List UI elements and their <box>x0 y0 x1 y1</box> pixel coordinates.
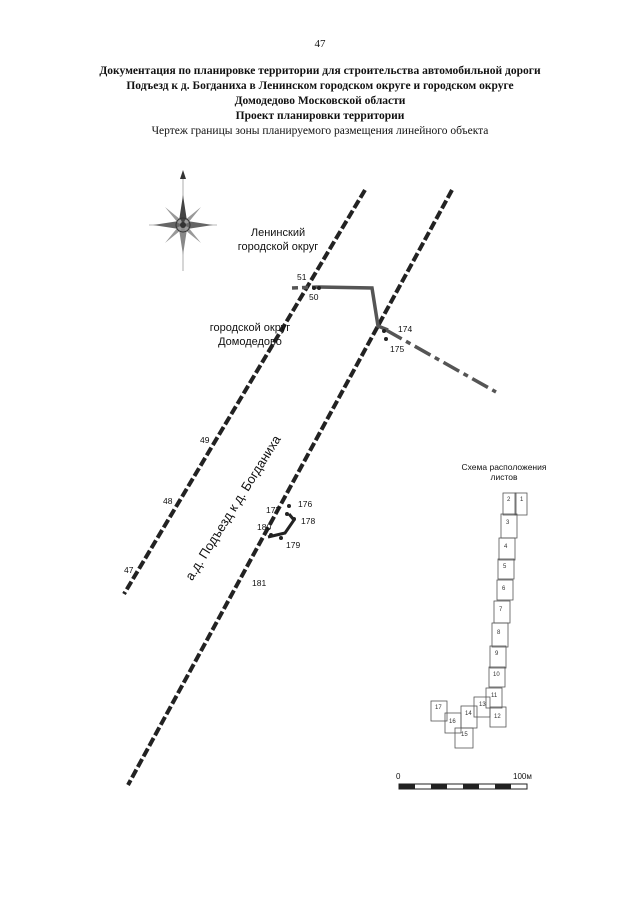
point-47-label: 47 <box>124 565 134 575</box>
sheet-scheme-outlines <box>430 492 528 749</box>
compass-rose-icon <box>149 170 217 271</box>
scale-start-label: 0 <box>396 772 401 781</box>
district-boundary-dashdot <box>385 328 497 394</box>
sheet-7-label: 7 <box>499 607 503 613</box>
sheet-scheme-title-line-2: листов <box>490 472 518 482</box>
title-line-1: Документация по планировке территории дл… <box>99 65 541 77</box>
point-181-label: 181 <box>252 578 267 588</box>
boundary-points <box>269 286 388 540</box>
point-174-label: 174 <box>398 324 413 334</box>
point-51-label: 51 <box>297 272 307 282</box>
sheet-scheme-title-line-1: Схема расположения <box>461 462 547 472</box>
district-boundary <box>317 285 389 332</box>
point-180-label: 180 <box>257 522 272 532</box>
point-49-label: 49 <box>200 435 210 445</box>
sheet-12-label: 12 <box>494 714 501 720</box>
road-kink <box>267 513 296 539</box>
sheet-4-label: 4 <box>504 544 508 550</box>
sheet-8-label: 8 <box>497 630 501 636</box>
sheet-9-label: 9 <box>495 651 499 657</box>
title-line-3: Домодедово Московской области <box>234 95 406 107</box>
sheet-6-label: 6 <box>502 586 506 592</box>
point-177-marker <box>285 512 289 516</box>
region-south-line-1: городской округ <box>209 322 291 334</box>
sheet-14-label: 14 <box>465 711 472 717</box>
point-178-label: 178 <box>301 516 316 526</box>
region-south-label: городской округ Домодедово <box>195 321 305 349</box>
subtitle-line: Чертеж границы зоны планируемого размеще… <box>151 125 489 137</box>
sheet-2-label: 2 <box>507 497 511 503</box>
sheet-13-label: 13 <box>479 702 486 708</box>
sheet-5-label: 5 <box>503 564 507 570</box>
point-180-marker <box>269 533 273 537</box>
point-177-label: 177 <box>266 505 281 515</box>
sheet-10-label: 10 <box>493 672 500 678</box>
point-179-marker <box>279 536 283 540</box>
scale-bar <box>398 783 528 790</box>
point-50-label: 50 <box>309 292 319 302</box>
left-boundary-line <box>122 188 367 596</box>
title-line-4: Проект планировки территории <box>235 110 405 122</box>
sheet-scheme-title: Схема расположения листов <box>444 462 564 482</box>
sheet-11-label: 11 <box>491 693 498 699</box>
sheet-15-label: 15 <box>461 732 468 738</box>
title-line-2: Подъезд к д. Богданиха в Ленинском город… <box>126 80 514 92</box>
page-number: 47 <box>314 38 326 50</box>
sheet-17-label: 17 <box>435 705 442 711</box>
point-175-marker <box>384 337 388 341</box>
point-174-marker <box>382 329 386 333</box>
point-176-label: 176 <box>298 499 313 509</box>
point-50-marker <box>317 286 321 290</box>
region-north-line-2: городской округ <box>237 241 319 253</box>
point-175-label: 175 <box>390 344 405 354</box>
right-boundary-line <box>126 189 454 786</box>
region-north-line-1: Ленинский <box>250 227 306 239</box>
point-179-label: 179 <box>286 540 301 550</box>
point-176-marker <box>287 504 291 508</box>
point-48-label: 48 <box>163 496 173 506</box>
region-south-line-2: Домодедово <box>218 336 282 348</box>
sheet-16-label: 16 <box>449 719 456 725</box>
point-178-marker <box>292 517 296 521</box>
point-51-marker <box>312 286 316 290</box>
region-north-label: Ленинский городской округ <box>233 226 323 254</box>
scale-end-label: 100м <box>513 772 532 781</box>
sheet-3-label: 3 <box>506 520 510 526</box>
sheet-1-label: 1 <box>520 497 524 503</box>
